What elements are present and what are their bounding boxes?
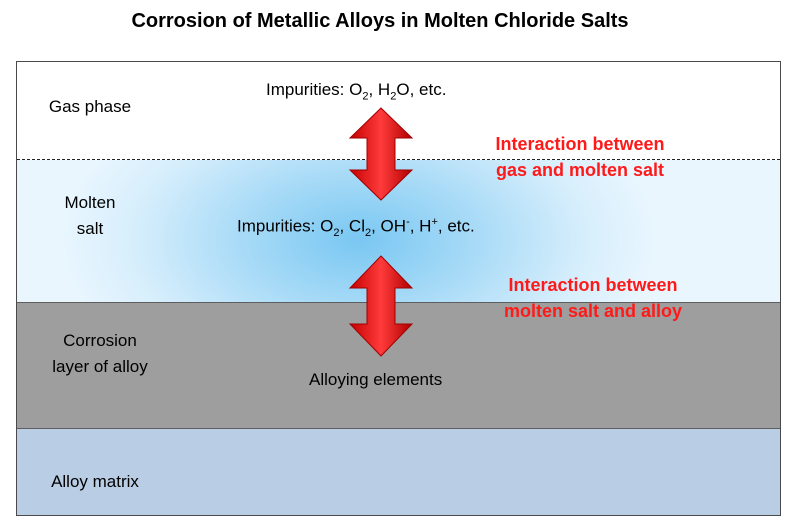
molten-salt-label: Molten salt [30, 190, 150, 241]
gas-phase-layer [17, 62, 780, 160]
molten-salt-label-line1: Molten [64, 193, 116, 212]
corrosion-label-line2: layer of alloy [52, 356, 148, 376]
alloy-matrix-label: Alloy matrix [20, 469, 170, 495]
salt-imp-sup1: - [406, 216, 410, 228]
salt-imp-sup2: + [431, 216, 438, 228]
salt-imp-prefix: Impurities: O [237, 216, 334, 236]
gas-imp-suffix: O, etc. [396, 80, 447, 99]
gas-impurities-text: Impurities: O2, H2O, etc. [266, 80, 446, 102]
gas-imp-prefix: Impurities: O [266, 80, 363, 99]
interaction-gas-salt-line2: gas and molten salt [495, 159, 665, 180]
double-arrow-vertical-icon-lower [348, 255, 414, 357]
interaction-gas-salt-line1: Interaction between [495, 134, 665, 154]
gas-imp-sub1: 2 [362, 90, 369, 103]
salt-imp-sub1: 2 [333, 227, 340, 240]
interaction-salt-alloy-line1: Interaction between [508, 275, 678, 295]
gas-salt-interface-line [17, 159, 780, 160]
salt-imp-suffix: , etc. [437, 216, 475, 236]
salt-impurities-text: Impurities: O2, Cl2, OH-, H+, etc. [237, 216, 475, 239]
gas-phase-label-text: Gas phase [48, 97, 132, 116]
corrosion-layer-label: Corrosion layer of alloy [20, 328, 180, 379]
gas-imp-sub2: 2 [390, 90, 397, 103]
alloy-matrix-label-text: Alloy matrix [51, 472, 139, 491]
salt-imp-mid1: , Cl [339, 216, 365, 236]
salt-imp-sub2: 2 [364, 227, 372, 240]
salt-imp-mid3: , H [409, 216, 432, 236]
double-arrow-vertical-icon [348, 107, 414, 201]
salt-imp-mid2: , OH [371, 216, 407, 236]
alloy-matrix-layer [17, 429, 780, 515]
alloying-elements-text: Alloying elements [309, 370, 443, 389]
gas-imp-mid: , H [368, 80, 391, 99]
corrosion-label-line1: Corrosion [63, 331, 137, 350]
gas-phase-label: Gas phase [30, 94, 150, 120]
interaction-gas-salt-label: Interaction between gas and molten salt [470, 132, 690, 183]
molten-salt-label-line2: salt [76, 218, 104, 238]
interaction-salt-alloy-line2: molten salt and alloy [503, 300, 683, 321]
diagram-title: Corrosion of Metallic Alloys in Molten C… [131, 10, 629, 32]
interaction-salt-alloy-label: Interaction between molten salt and allo… [478, 273, 708, 324]
corrosion-layer [17, 302, 780, 429]
